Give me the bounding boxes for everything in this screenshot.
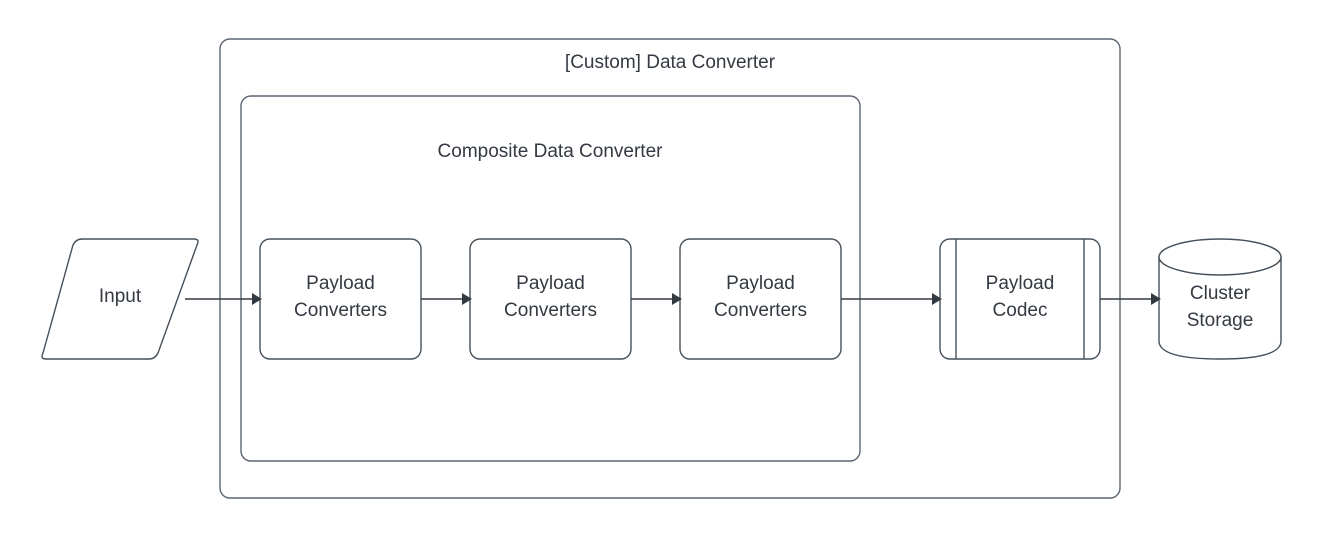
payload-codec-label-line1: Payload [986,273,1055,294]
payload-converters-1-label-line2: Converters [294,300,387,321]
node-cluster-storage[interactable]: Cluster Storage [1158,238,1282,360]
cluster-storage-body[interactable] [1158,256,1282,360]
edge-codec-to-storage-arrowhead [1151,293,1161,305]
edge-input-to-pc1-arrowhead [252,293,262,305]
node-payload-converters-1[interactable]: Payload Converters [259,238,422,360]
input-parallelogram[interactable] [41,238,199,360]
node-input[interactable]: Input [41,238,199,360]
edge-pc1-to-pc2-arrowhead [462,293,472,305]
custom-data-converter-label: [Custom] Data Converter [565,52,776,73]
payload-converters-2-box[interactable] [469,238,632,360]
payload-converters-3-box[interactable] [679,238,842,360]
cluster-storage-top-ellipse [1158,238,1282,276]
edge-input-to-payload-converters-1 [185,293,262,305]
edge-pc2-to-pc3-arrowhead [672,293,682,305]
payload-converters-2-label-line2: Converters [504,300,597,321]
edge-payload-converters-1-to-2 [421,293,472,305]
cluster-storage-label-line2: Storage [1187,310,1254,331]
input-label: Input [99,286,142,307]
edge-pc3-to-codec-arrowhead [932,293,942,305]
node-payload-codec[interactable]: Payload Codec [939,238,1101,360]
edge-payload-converters-3-to-codec [841,293,942,305]
payload-converters-3-label-line2: Converters [714,300,807,321]
payload-codec-box[interactable] [939,238,1101,360]
edge-codec-to-cluster-storage [1100,293,1161,305]
edge-payload-converters-2-to-3 [631,293,682,305]
payload-codec-label-line2: Codec [993,300,1048,321]
node-payload-converters-2[interactable]: Payload Converters [469,238,632,360]
composite-data-converter-label: Composite Data Converter [438,141,664,162]
payload-converters-2-label-line1: Payload [516,273,585,294]
payload-converters-1-label-line1: Payload [306,273,375,294]
cluster-storage-label-line1: Cluster [1190,283,1251,304]
node-payload-converters-3[interactable]: Payload Converters [679,238,842,360]
payload-converters-3-label-line1: Payload [726,273,795,294]
payload-converters-1-box[interactable] [259,238,422,360]
